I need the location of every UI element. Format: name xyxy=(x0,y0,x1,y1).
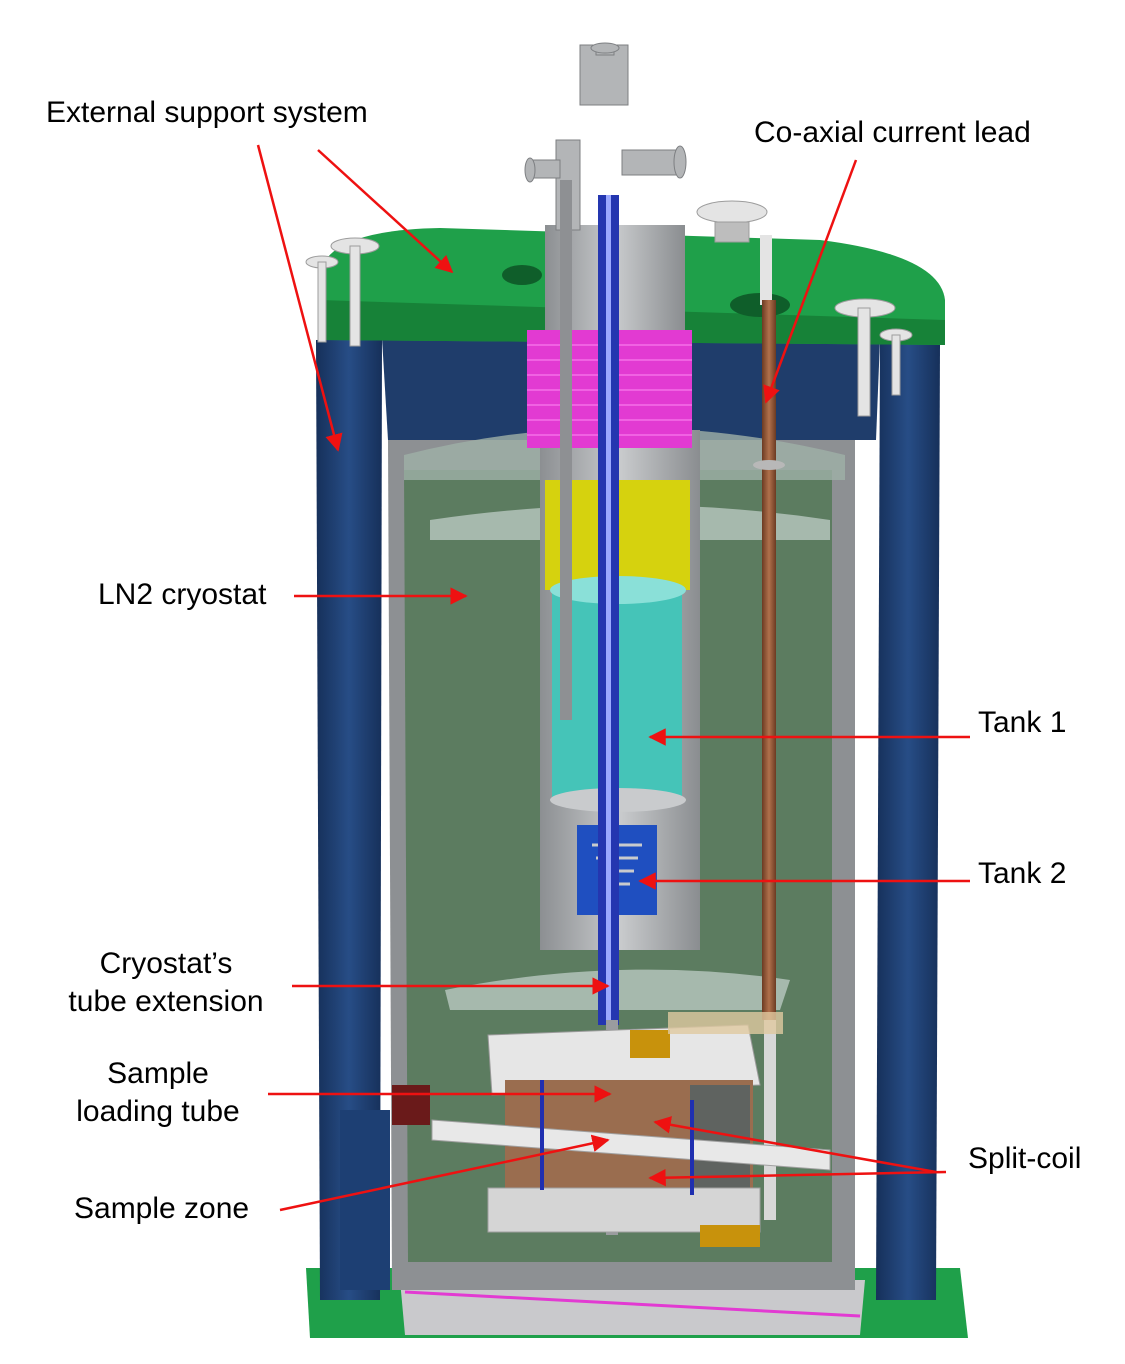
label-tank-1: Tank 1 xyxy=(978,706,1067,739)
label-external-support-system: External support system xyxy=(46,96,368,129)
label-tank-2: Tank 2 xyxy=(978,857,1067,890)
arrow-split-coil-upper xyxy=(653,1116,937,1174)
pointer-arrows xyxy=(256,144,970,1212)
split-coil-assembly xyxy=(340,1012,831,1290)
arrow-split-coil-lower xyxy=(648,1168,947,1187)
label-sample-loading-line1: Sample xyxy=(107,1057,209,1090)
outer-wall xyxy=(316,338,940,1300)
label-tube-extension-line2: tube extension xyxy=(68,985,264,1018)
label-split-coil: Split-coil xyxy=(968,1142,1082,1175)
label-ln2-cryostat: LN2 cryostat xyxy=(98,578,267,611)
arrow-external-support-plate xyxy=(317,149,454,274)
coaxial-current-lead xyxy=(753,235,785,1220)
arrow-external-support-wall xyxy=(256,144,343,452)
arrow-coaxial-lead xyxy=(763,159,858,404)
support-bolts xyxy=(305,200,913,417)
label-tube-extension: Cryostat’s tube extension xyxy=(56,945,276,1021)
label-sample-zone: Sample zone xyxy=(74,1192,250,1225)
label-sample-loading-tube: Sample loading tube xyxy=(66,1055,250,1131)
arrow-sample-zone xyxy=(279,1134,610,1212)
label-tube-extension-line1: Cryostat’s xyxy=(99,947,233,980)
label-sample-loading-line2: loading tube xyxy=(76,1095,240,1128)
label-coaxial-current-lead: Co-axial current lead xyxy=(754,116,1031,149)
